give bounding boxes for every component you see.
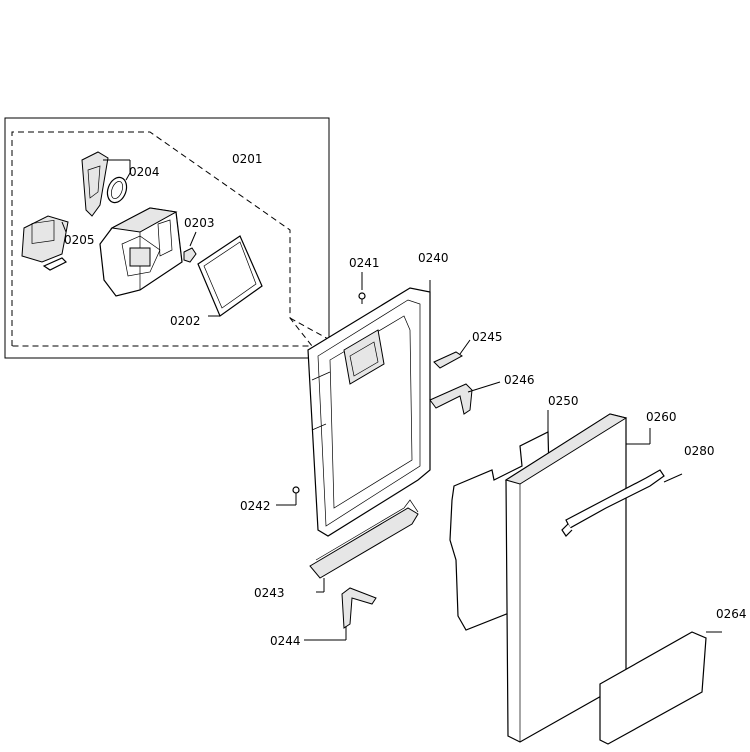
label-0264: 0264 — [716, 607, 747, 621]
label-0241: 0241 — [349, 256, 380, 270]
label-0280: 0280 — [684, 444, 715, 458]
part-0244-hinge — [304, 587, 377, 641]
label-0245: 0245 — [472, 330, 503, 344]
part-0202-gasket — [197, 235, 263, 317]
part-0260-door-panel — [504, 413, 651, 743]
part-0241-screw — [358, 272, 366, 304]
label-0203: 0203 — [184, 216, 215, 230]
part-0264-kickplate — [599, 631, 722, 745]
part-0204-cover — [81, 151, 130, 217]
label-0205: 0205 — [64, 233, 95, 247]
part-0243-rail — [309, 499, 419, 593]
part-labels: 0201 0204 0203 0205 0202 0241 0240 0245 … — [64, 152, 747, 648]
label-0243: 0243 — [254, 586, 285, 600]
label-0250: 0250 — [548, 394, 579, 408]
label-0242: 0242 — [240, 499, 271, 513]
label-0246: 0246 — [504, 373, 535, 387]
part-0280-handle — [561, 469, 683, 537]
part-0246-bracket — [429, 381, 501, 415]
part-0242-screw — [276, 486, 300, 506]
part-0203 — [183, 231, 197, 263]
part-0205-plate — [21, 215, 69, 271]
part-0245-bracket — [433, 339, 471, 369]
part-0201-dispenser — [99, 207, 183, 297]
label-0204: 0204 — [129, 165, 160, 179]
label-0260: 0260 — [646, 410, 677, 424]
label-0201: 0201 — [232, 152, 263, 166]
part-0204-ring — [106, 160, 131, 204]
label-0202: 0202 — [170, 314, 201, 328]
part-0240-door-liner — [307, 280, 431, 537]
label-0244: 0244 — [270, 634, 301, 648]
detension-inset — [4, 117, 331, 359]
label-0240: 0240 — [418, 251, 449, 265]
